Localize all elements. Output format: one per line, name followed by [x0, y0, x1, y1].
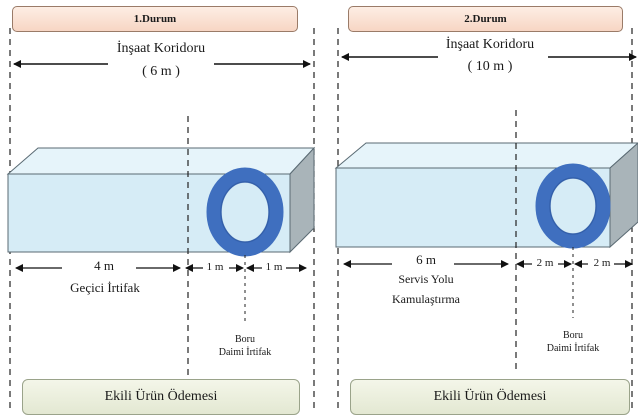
case-1-payment-text: Ekili Ürün Ödemesi	[104, 389, 218, 404]
panel-case-2: 2.Durum	[330, 0, 638, 417]
case-2-payment-box: Ekili Ürün Ödemesi	[350, 379, 630, 415]
case-2-title-text: 2.Durum	[464, 13, 507, 25]
case-1-segment-2-value: 1 m	[206, 261, 224, 273]
case-2-pipe-label: Boru	[563, 330, 583, 341]
case-2-segment-1-caption-line-2: Kamulaştırma	[392, 292, 460, 306]
case-1-corridor-label: İnşaat Koridoru	[116, 41, 206, 56]
case-1-title-text: 1.Durum	[133, 13, 177, 25]
case-1-segment-1-value: 4 m	[94, 258, 114, 273]
case-1-title: 1.Durum	[12, 6, 298, 32]
case-1-payment-box: Ekili Ürün Ödemesi	[22, 379, 300, 415]
case-2-segment-3-value: 2 m	[593, 257, 611, 269]
case-2-corridor-width: ( 10 m )	[467, 59, 513, 74]
panel-case-1: 1.Durum	[6, 6, 316, 415]
case-2-corridor-label: İnşaat Koridoru	[445, 37, 535, 52]
case-1-corridor-width: ( 6 m )	[142, 64, 180, 79]
case-1-pipe	[206, 167, 284, 257]
case-1-easement-label: Daimi İrtifak	[218, 347, 272, 358]
case-2-title: 2.Durum	[348, 6, 623, 32]
case-2-segment-1-caption-line-1: Servis Yolu	[398, 272, 454, 286]
case-2-segment-2-value: 2 m	[536, 257, 554, 269]
case-1-box-front	[7, 173, 291, 253]
case-1-segment-1-caption: Geçici İrtifak	[70, 280, 140, 295]
case-1-box-top	[6, 147, 316, 175]
case-2-easement-label: Daimi İrtifak	[546, 343, 600, 354]
case-1-pipe-label: Boru	[235, 334, 255, 345]
case-2-diagram	[334, 28, 638, 410]
case-2-payment-text: Ekili Ürün Ödemesi	[433, 389, 547, 404]
case-2-box-top	[334, 142, 638, 169]
case-1-diagram	[6, 28, 316, 410]
case-2-segment-1-value: 6 m	[416, 252, 436, 267]
case-2-pipe	[535, 163, 611, 249]
case-1-segment-3-value: 1 m	[265, 261, 283, 273]
